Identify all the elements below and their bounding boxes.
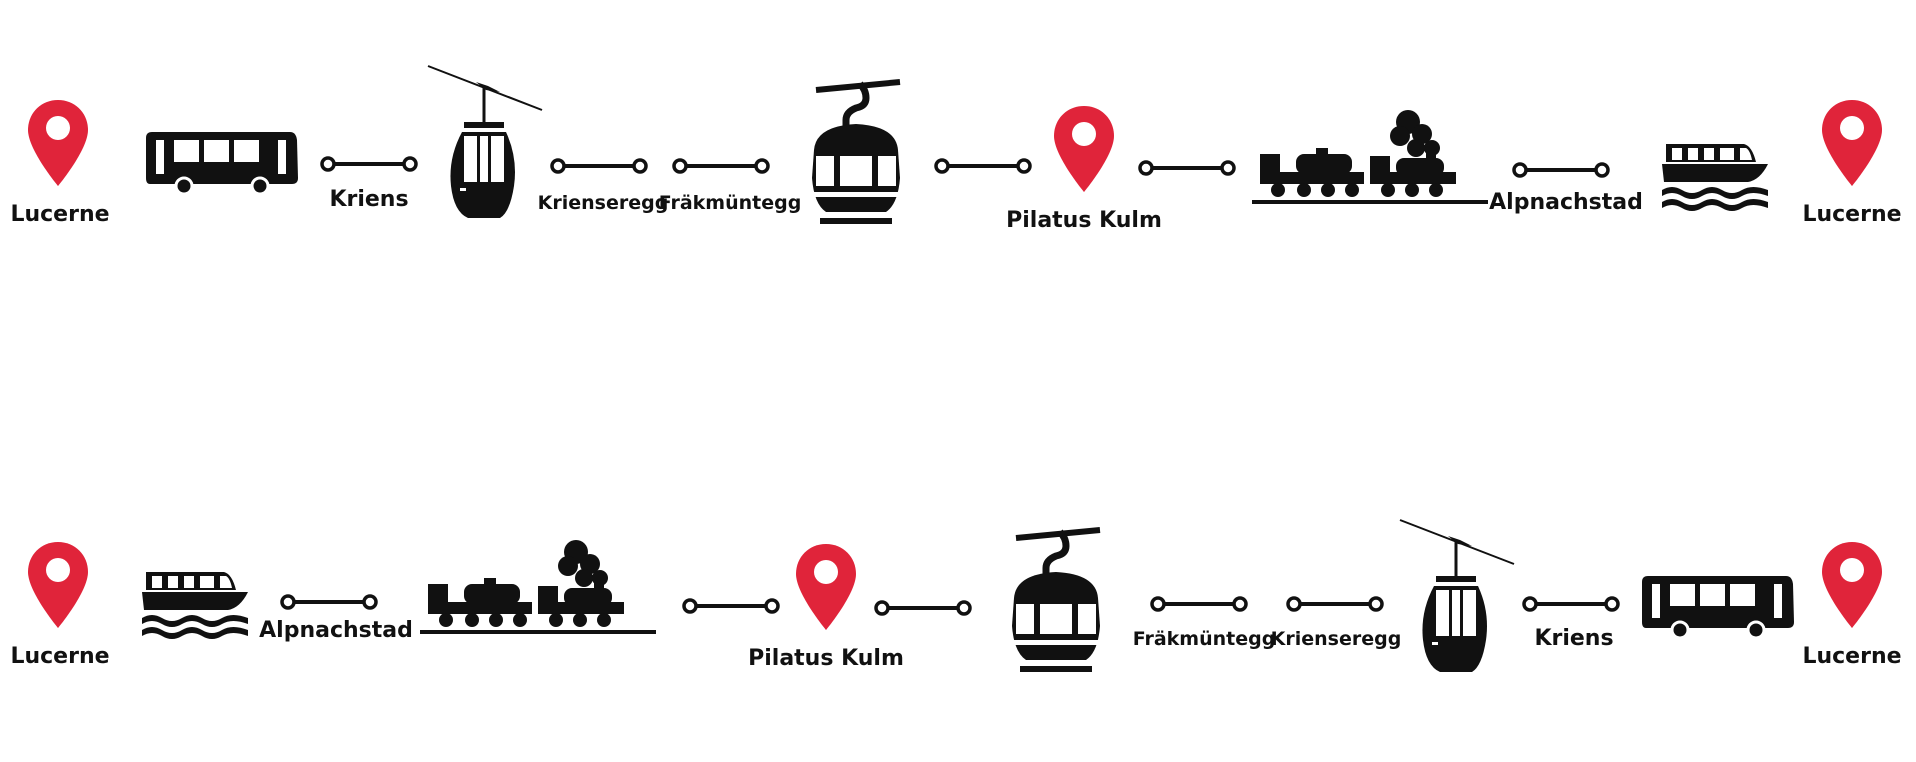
stop-label-lucerne: Lucerne xyxy=(1802,644,1902,669)
stop-label-lucerne: Lucerne xyxy=(10,644,110,669)
connector-line xyxy=(1148,594,1250,614)
stop-label-krienseregg: Krienseregg xyxy=(1270,628,1402,650)
aerial-cableway-icon xyxy=(796,78,916,228)
location-pin-icon xyxy=(1052,104,1116,194)
stop-label-frakmuntegg: Fräkmüntegg xyxy=(1132,628,1276,650)
location-pin-icon xyxy=(794,542,858,632)
connector-line xyxy=(932,156,1034,176)
connector-line xyxy=(872,598,974,618)
location-pin-icon xyxy=(26,98,90,188)
gondola-small-icon xyxy=(424,62,544,222)
stop-label-kriens: Kriens xyxy=(1534,626,1614,651)
aerial-cableway-icon xyxy=(996,526,1116,676)
connector-line xyxy=(680,596,782,616)
connector-line xyxy=(1520,594,1622,614)
stop-label-frakmuntegg: Fräkmüntegg xyxy=(658,192,802,214)
location-pin-icon xyxy=(1820,98,1884,188)
route-return: Lucerne Alpnachstad Pilatus Kulm Fräkmün… xyxy=(0,482,1916,742)
gondola-small-icon xyxy=(1396,516,1516,676)
location-pin-icon xyxy=(1820,540,1884,630)
stop-label-lucerne: Lucerne xyxy=(10,202,110,227)
stop-label-pilatus-kulm: Pilatus Kulm xyxy=(1006,208,1162,233)
connector-line xyxy=(548,156,650,176)
cogwheel-train-icon xyxy=(418,532,658,642)
stop-label-kriens: Kriens xyxy=(329,187,409,212)
connector-line xyxy=(670,156,772,176)
bus-icon xyxy=(1636,574,1796,638)
cogwheel-train-icon xyxy=(1250,102,1490,212)
connector-line xyxy=(1284,594,1386,614)
stop-label-pilatus-kulm: Pilatus Kulm xyxy=(748,646,904,671)
connector-line xyxy=(278,592,380,612)
connector-line xyxy=(1510,160,1612,180)
boat-icon xyxy=(140,564,250,644)
route-outbound: Lucerne Kriens Krienseregg Fräkmüntegg P… xyxy=(0,40,1916,300)
connector-line xyxy=(318,154,420,174)
stop-label-lucerne: Lucerne xyxy=(1802,202,1902,227)
boat-icon xyxy=(1660,136,1770,216)
bus-icon xyxy=(140,130,300,194)
stop-label-krienseregg: Krienseregg xyxy=(537,192,669,214)
stop-label-alpnachstad: Alpnachstad xyxy=(259,618,413,643)
location-pin-icon xyxy=(26,540,90,630)
stop-label-alpnachstad: Alpnachstad xyxy=(1489,190,1643,215)
connector-line xyxy=(1136,158,1238,178)
